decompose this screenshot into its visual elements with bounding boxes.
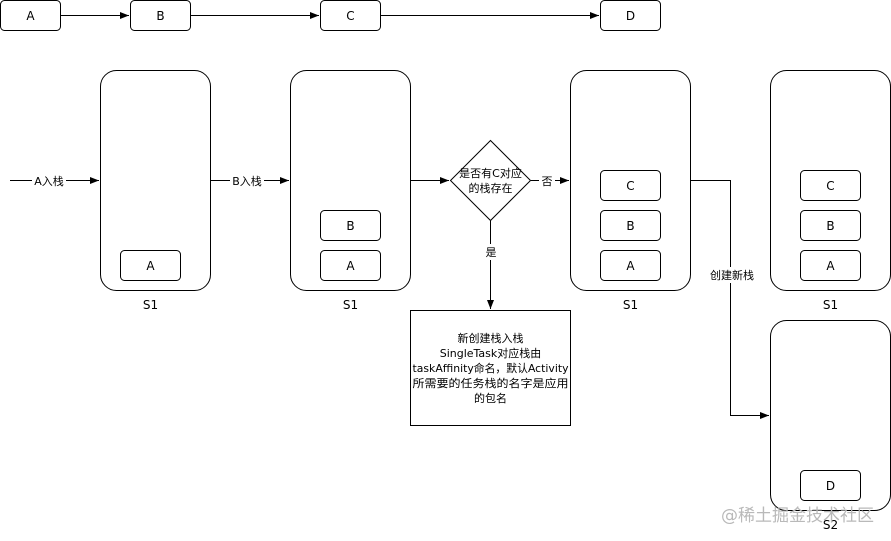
arrow-a-push-label-bg <box>32 173 66 188</box>
stack-s1-third-item-c-label: C <box>626 179 634 193</box>
stack-s1-fourth-name: S1 <box>823 298 838 312</box>
decision-label-line2: 的栈存在 <box>469 181 513 195</box>
stack-s1-fourth-item-c <box>800 170 861 201</box>
top-node-d <box>600 0 661 31</box>
stack-s1-fourth-item-a-label: A <box>826 259 835 273</box>
watermark: @稀土掘金技术社区 <box>721 506 874 526</box>
top-node-c <box>320 0 381 31</box>
top-node-d-label: D <box>626 9 635 23</box>
stack-s1-third-name: S1 <box>623 298 638 312</box>
stack-s1-second: B A S1 <box>290 70 411 312</box>
stack-s1-first-name: S1 <box>143 298 158 312</box>
decision-diamond <box>449 139 532 222</box>
arrow-b-push-label: B入栈 <box>232 174 262 188</box>
stack-s1-second-name: S1 <box>343 298 358 312</box>
stack-s1-third-item-b <box>600 210 661 241</box>
stack-s1-second-item-b-label: B <box>346 219 354 233</box>
arrow-no-label: 否 <box>542 175 553 188</box>
stack-s1-first-item-a <box>120 250 181 281</box>
note-line1: 新创建栈入栈 <box>458 331 524 345</box>
stack-s2: D S2 <box>770 320 891 532</box>
stack-s1-fourth-item-a <box>800 250 861 281</box>
stack-s2-item-d-label: D <box>826 479 835 493</box>
arrow-yes-label-bg <box>483 244 499 260</box>
arrow-b-push-label-bg <box>230 173 264 188</box>
note-box-rect <box>410 310 571 426</box>
stack-s1-first-item-a-label: A <box>146 259 155 273</box>
stack-s2-item-d <box>800 470 861 501</box>
arrow-create-stack-label-bg <box>708 267 756 283</box>
note-line4: 所需要的任务栈的名字是应用 <box>413 376 569 390</box>
note-line3: taskAffinity命名，默认Activity <box>413 361 569 375</box>
arrow-create-stack-label: 创建新栈 <box>710 268 754 282</box>
arrow-yes-label: 是 <box>486 246 497 259</box>
arrow-no-label-bg <box>539 173 555 188</box>
top-node-b-label: B <box>156 9 164 23</box>
stack-s1-third-item-c <box>600 170 661 201</box>
note-box: 新创建栈入栈 SingleTask对应栈由 taskAffinity命名，默认A… <box>410 310 571 426</box>
stack-s1-second-item-a <box>320 250 381 281</box>
arrow-create-stack <box>691 180 769 419</box>
decision-label-line1: 是否有C对应 <box>459 166 522 180</box>
stack-s1-third: C B A S1 <box>570 70 691 312</box>
top-node-b <box>130 0 191 31</box>
top-flow: A B C D <box>0 0 661 31</box>
top-node-a-label: A <box>26 9 35 23</box>
stack-s1-second-item-b <box>320 210 381 241</box>
stack-s1-fourth-item-b <box>800 210 861 241</box>
stack-s1-second-item-a-label: A <box>346 259 355 273</box>
top-node-c-label: C <box>346 9 354 23</box>
stack-s1-fourth: C B A S1 <box>770 70 891 312</box>
stack-s2-name: S2 <box>823 518 838 532</box>
stack-s1-third-item-a-label: A <box>626 259 635 273</box>
stack-s1-fourth-item-c-label: C <box>826 179 834 193</box>
note-line5: 的包名 <box>474 391 507 405</box>
stack-s1-third-item-a <box>600 250 661 281</box>
decision-node: 是否有C对应 的栈存在 <box>449 139 532 222</box>
stack-s1-third-item-b-label: B <box>626 219 634 233</box>
top-node-a <box>0 0 61 31</box>
note-line2: SingleTask对应栈由 <box>440 346 542 360</box>
arrow-a-push-label: A入栈 <box>34 174 64 188</box>
stack-s1-fourth-item-b-label: B <box>826 219 834 233</box>
stack-s1-first: A S1 <box>100 70 211 312</box>
stack-s1-first-container <box>100 70 211 291</box>
